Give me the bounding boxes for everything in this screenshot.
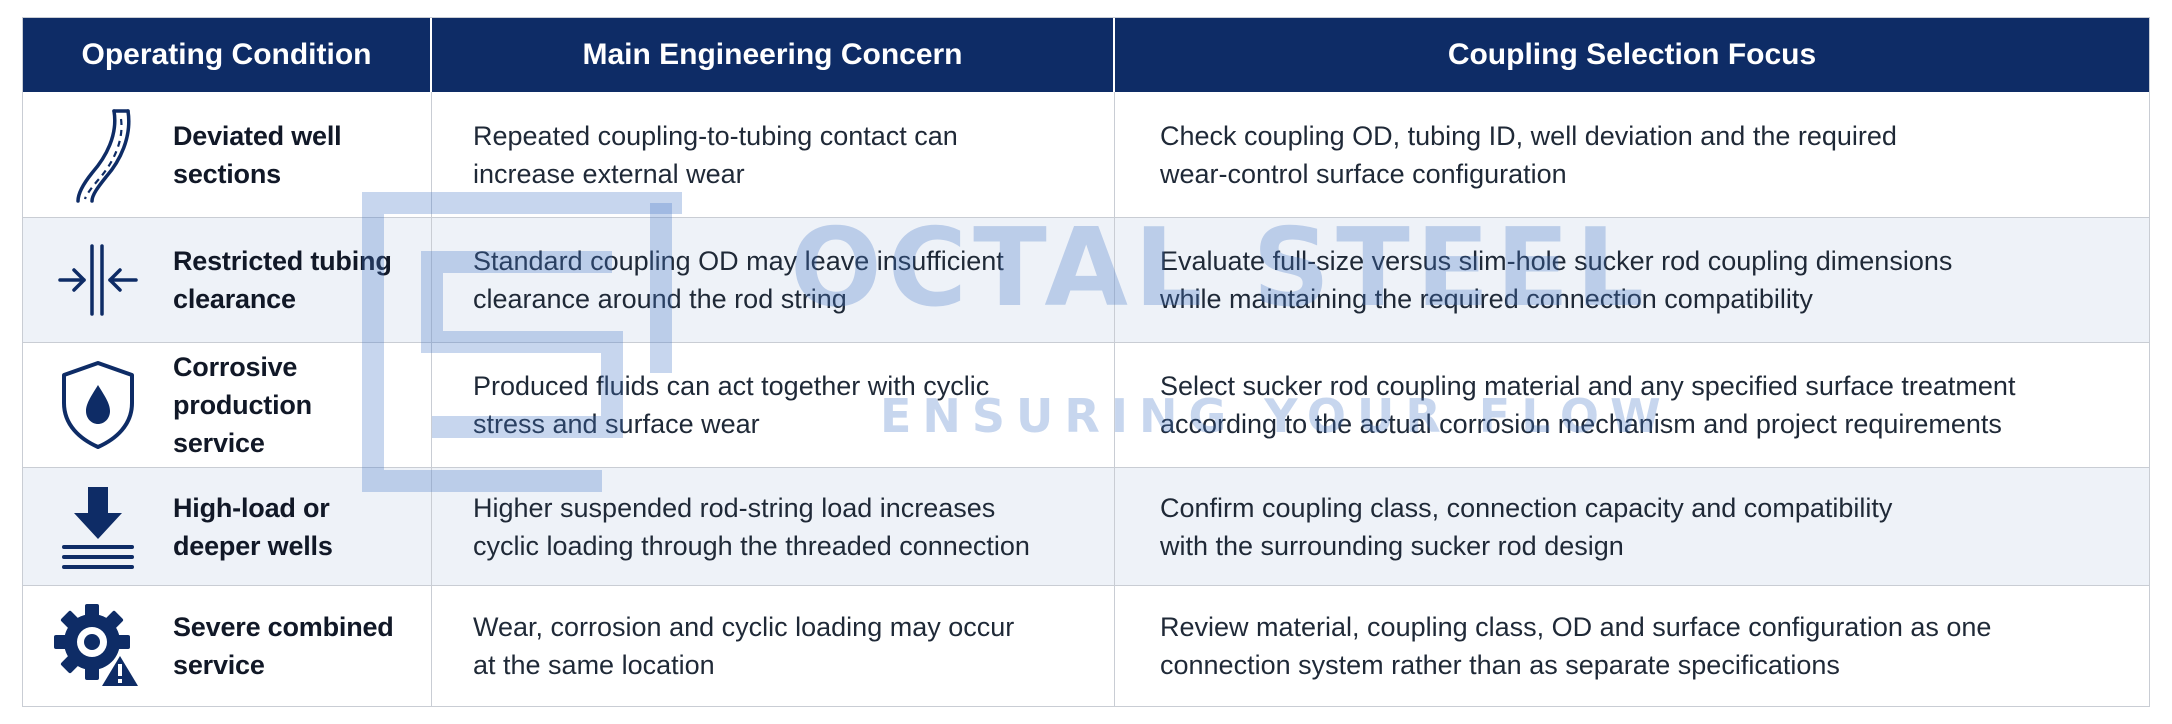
concern-cell: Repeated coupling-to-tubing contact can … (432, 92, 1115, 217)
concern-cell: Standard coupling OD may leave insuffici… (432, 218, 1115, 342)
focus-cell: Evaluate full-size versus slim-hole suck… (1115, 218, 2149, 342)
deviated-well-icon (76, 108, 131, 203)
condition-cell: Corrosive production service (23, 343, 432, 467)
table-row: Severe combined service Wear, corrosion … (23, 586, 2149, 706)
concern-text: Repeated coupling-to-tubing contact can … (473, 120, 958, 189)
condition-label: Corrosive production service (173, 352, 312, 458)
down-arrow-load-icon (62, 486, 134, 569)
gear-warning-icon (54, 604, 142, 688)
condition-cell: High-load or deeper wells (23, 468, 432, 585)
condition-label: High-load or deeper wells (173, 492, 333, 561)
table-row: Deviated well sections Repeated coupling… (23, 92, 2149, 218)
condition-label: Severe combined service (173, 612, 394, 680)
condition-cell: Severe combined service (23, 586, 432, 706)
focus-text: Select sucker rod coupling material and … (1160, 371, 2016, 439)
concern-text: Produced fluids can act together with cy… (473, 371, 990, 439)
condition-cell: Restricted tubing clearance (23, 218, 432, 342)
table-row: Restricted tubing clearance Standard cou… (23, 218, 2149, 343)
header-selection-focus: Coupling Selection Focus (1447, 38, 1817, 71)
focus-text: Confirm coupling class, connection capac… (1160, 492, 1893, 561)
condition-label: Deviated well sections (173, 120, 342, 189)
clearance-arrows-icon (58, 244, 138, 316)
header-operating-condition: Operating Condition (23, 18, 432, 92)
concern-cell: Wear, corrosion and cyclic loading may o… (432, 586, 1115, 706)
condition-label: Restricted tubing clearance (173, 246, 392, 314)
focus-text: Check coupling OD, tubing ID, well devia… (1160, 120, 1897, 189)
concern-text: Standard coupling OD may leave insuffici… (473, 246, 1004, 314)
header-engineering-concern: Main Engineering Concern (432, 18, 1115, 92)
table-header: Operating Condition Main Engineering Con… (23, 18, 2149, 92)
focus-text: Review material, coupling class, OD and … (1160, 612, 1992, 680)
table-row: Corrosive production service Produced fl… (23, 343, 2149, 468)
concern-cell: Higher suspended rod-string load increas… (432, 468, 1115, 585)
concern-text: Higher suspended rod-string load increas… (473, 492, 1030, 561)
focus-cell: Check coupling OD, tubing ID, well devia… (1115, 92, 2149, 217)
concern-cell: Produced fluids can act together with cy… (432, 343, 1115, 467)
focus-cell: Review material, coupling class, OD and … (1115, 586, 2149, 706)
concern-text: Wear, corrosion and cyclic loading may o… (473, 612, 1015, 680)
shield-drop-icon (62, 361, 134, 449)
table-row: High-load or deeper wells Higher suspend… (23, 468, 2149, 586)
coupling-selection-table: Operating Condition Main Engineering Con… (22, 17, 2150, 707)
condition-cell: Deviated well sections (23, 92, 432, 217)
focus-text: Evaluate full-size versus slim-hole suck… (1160, 246, 1953, 314)
focus-cell: Confirm coupling class, connection capac… (1115, 468, 2149, 585)
focus-cell: Select sucker rod coupling material and … (1115, 343, 2149, 467)
